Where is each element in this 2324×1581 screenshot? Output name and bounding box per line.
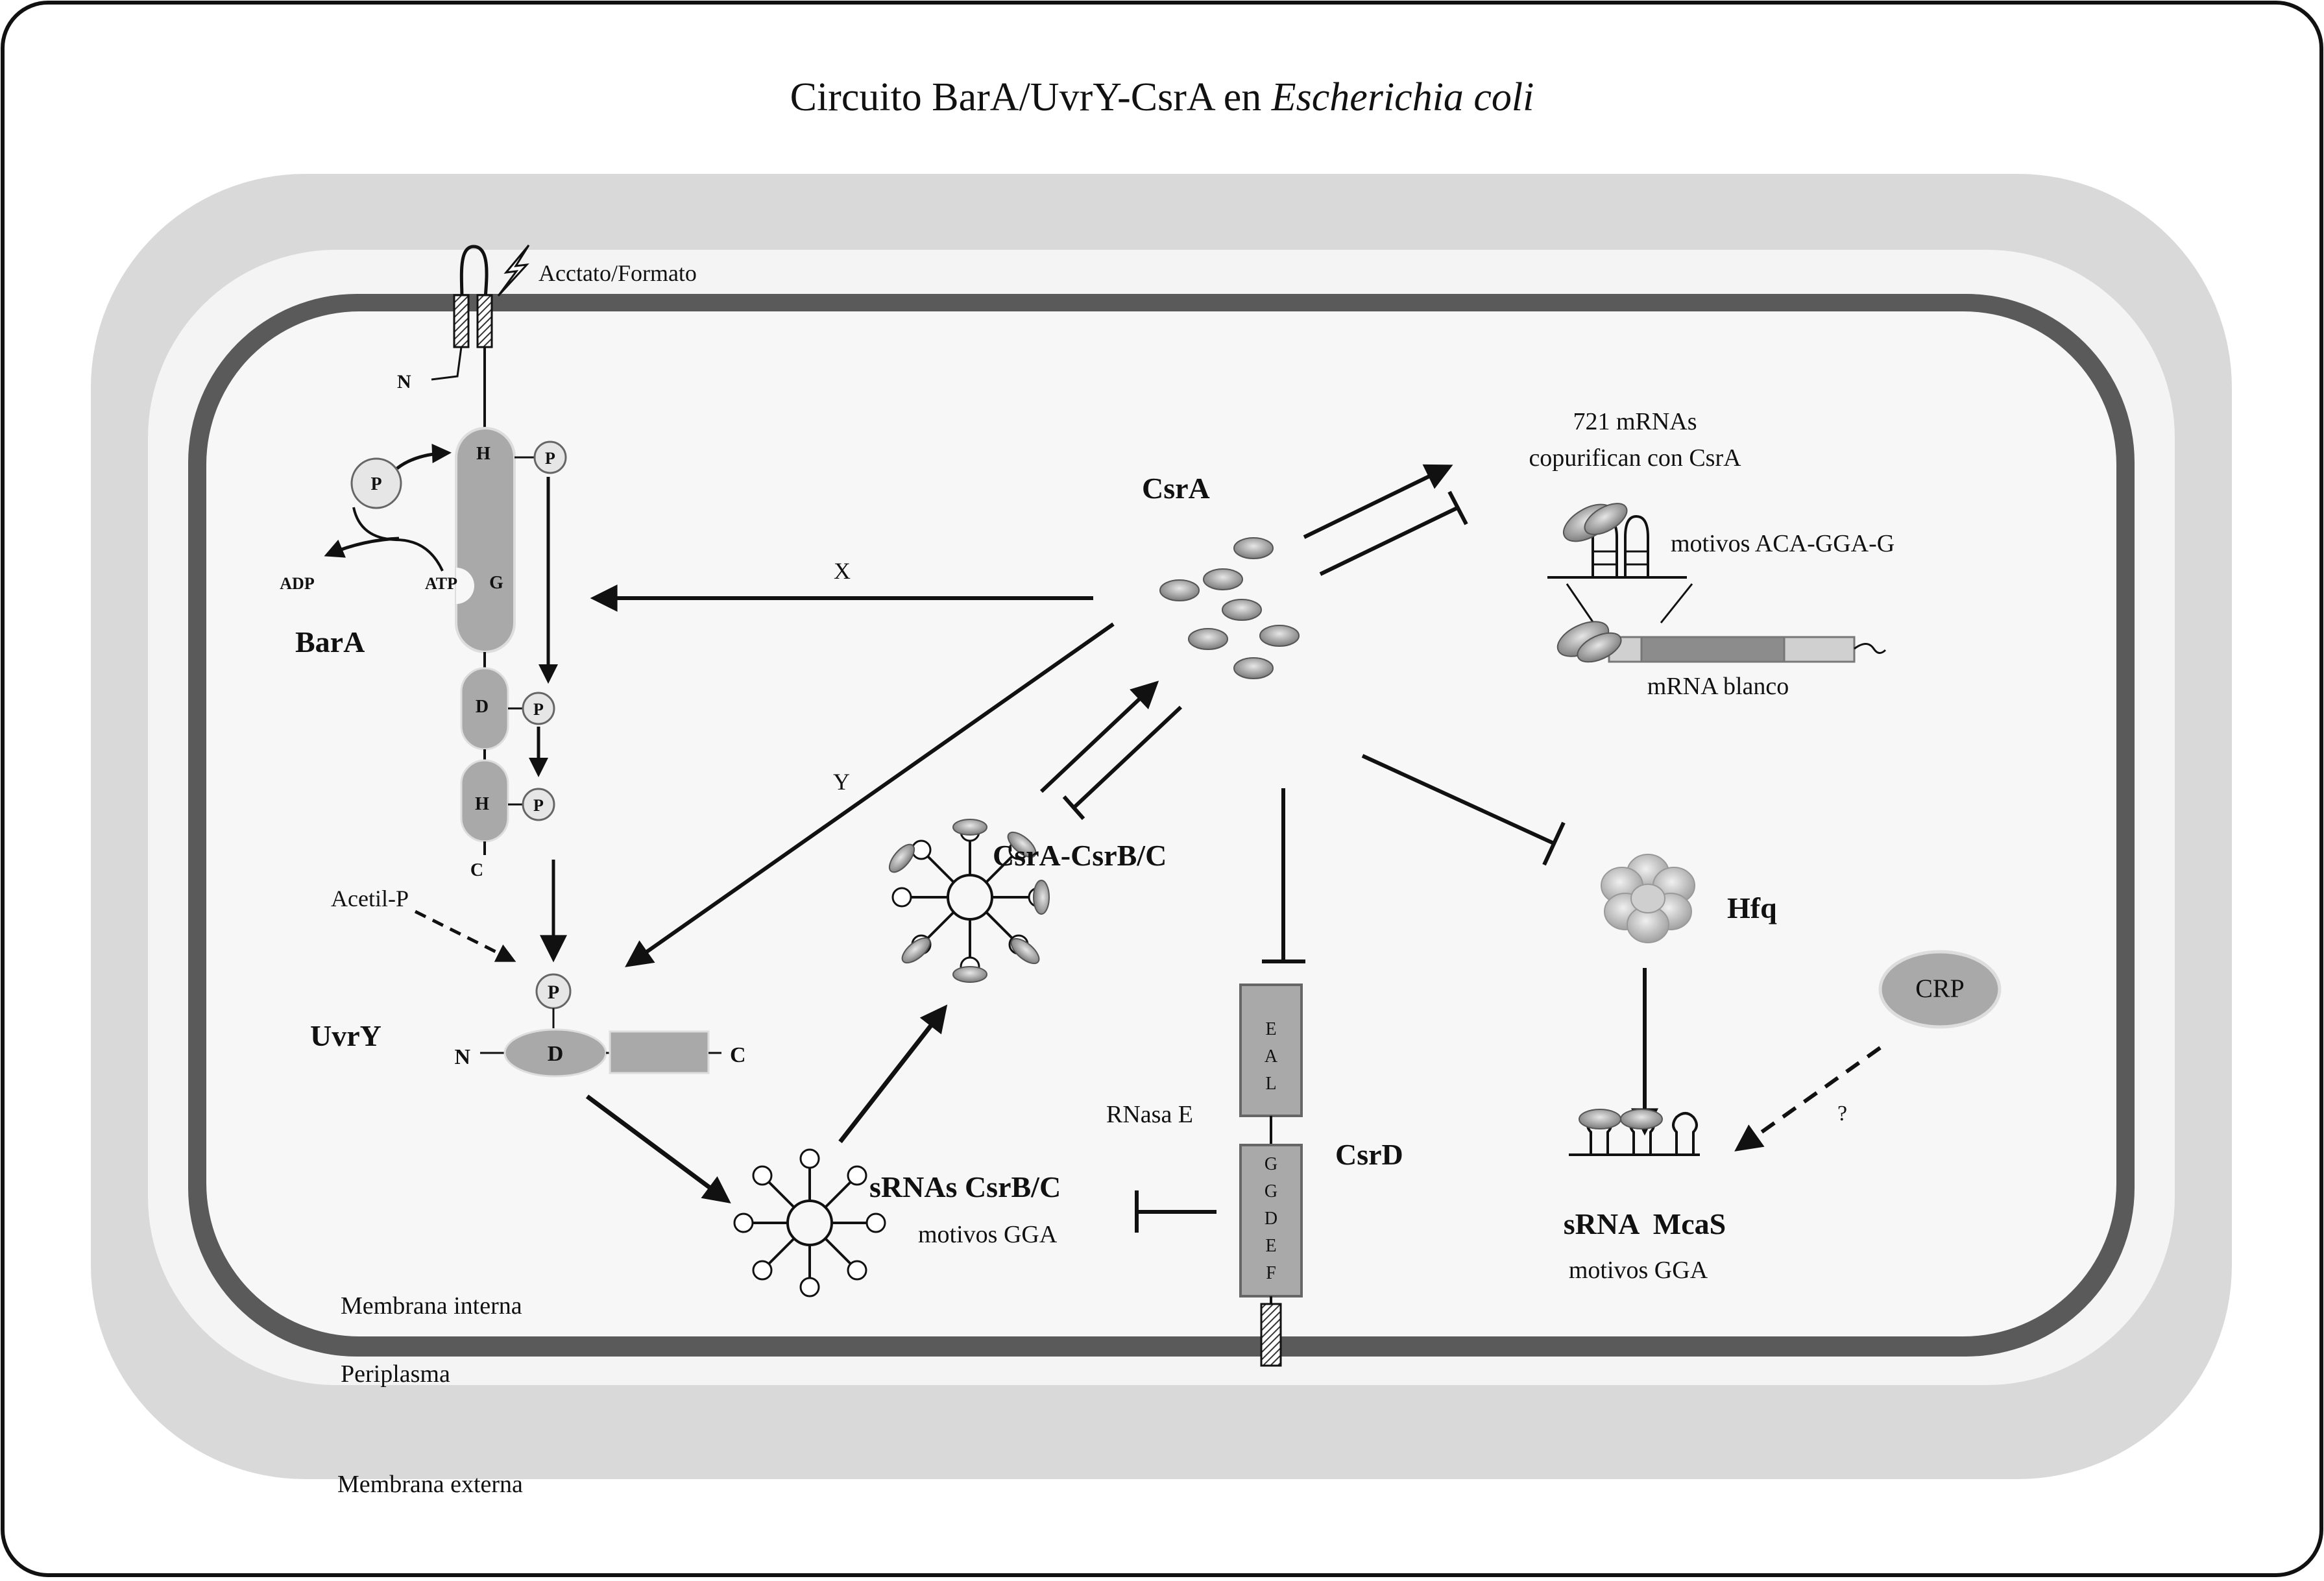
periplasm-label: Periplasma [341,1360,450,1388]
uvry-c-label: C [730,1043,746,1067]
atp-label: ATP [425,574,457,593]
arrow-y [625,622,1115,967]
bara-c-label: C [470,860,483,880]
phosphate-d-label: P [533,700,544,719]
adp-label: ADP [280,574,315,593]
y-label: Y [833,769,850,795]
x-label: X [834,558,851,584]
target-count-label: 721 mRNAs [1573,408,1697,435]
srnas-label: sRNAs CsrB/C [869,1170,1061,1203]
acetil-label: Acetil-P [331,886,409,911]
question-label: ? [1837,1102,1847,1126]
mcas-label: sRNA McaS [1564,1207,1726,1240]
csra-csrb-complex: CsrA-CsrB/C [888,819,1167,983]
uvry-n-label: N [454,1045,470,1069]
inhibit-mrnas-to-csra [1319,505,1460,576]
inhibit-csra-to-complex [1072,705,1183,810]
signal-label: Acctato/Formato [539,260,697,286]
inner-membrane-label: Membrana interna [341,1292,522,1320]
bara-periplasmic-loop [459,245,489,299]
bara-g-label: G [489,573,503,593]
uvry-d-label: D [548,1042,564,1066]
arrow-srnas-to-complex [838,1004,948,1144]
ggdef-letter-3: D [1265,1209,1277,1229]
ggdef-letter-1: G [1265,1154,1277,1174]
crp-label: CRP [1915,974,1965,1003]
csrd-protein: E A L G G D E F RNasa E CsrD [1106,984,1403,1367]
phosphate-h-label: P [545,449,555,468]
bara-n-link [431,346,463,381]
complex-label: CsrA-CsrB/C [993,839,1167,872]
csra-label: CsrA [1142,472,1210,505]
csra-cluster: CsrA [1142,472,1300,679]
arrow-complex-to-csra [1039,681,1159,793]
atp-pocket [456,568,474,604]
eal-letter-3: L [1265,1074,1276,1094]
ggdef-letter-4: E [1265,1236,1276,1256]
ggdef-letter-2: G [1265,1181,1277,1201]
csrd-label: CsrD [1335,1138,1403,1171]
target-mrnas: 721 mRNAs copurifican con CsrA motivos A… [1529,408,1894,700]
hfq-label: Hfq [1727,891,1777,924]
outer-membrane-label: Membrana externa [337,1471,523,1498]
arrow-uvry-to-srnas [585,1094,731,1204]
ggdef-letter-5: F [1266,1263,1276,1283]
phosphate-hpt-label: P [533,796,544,815]
phosphate-free [350,457,402,509]
phosphate-h [533,441,567,474]
bara-h-label: H [476,444,490,464]
inhibit-csra-to-hfq [1361,754,1555,845]
target-motif-label: motivos ACA-GGA-G [1671,530,1894,557]
arrow-p-to-h [396,443,452,470]
bara-tm1 [453,294,470,348]
mcas-srna: sRNA McaS motivos GGA [1564,1109,1726,1284]
bara-d-label: D [476,697,489,717]
csrd-tm [1260,1303,1282,1367]
arrow-crp-dashed [1734,1046,1882,1152]
bara-label: BarA [295,625,365,658]
mcas-motif-label: motivos GGA [1569,1257,1708,1284]
hfq-hexamer: Hfq [1601,854,1777,943]
uvry-regulator: Acetil-P P D N C UvrY [310,886,746,1204]
crp-protein [1878,950,2002,1029]
bara-sensor: N Acctato/Formato H G ATP P P ADP BarA D… [280,245,697,963]
uvry-label: UvrY [310,1019,381,1052]
rnase-label: RNasa E [1106,1101,1193,1128]
target-copurify-label: copurifican con CsrA [1529,444,1741,472]
eal-letter-1: E [1265,1019,1276,1039]
srnas-motif-label: motivos GGA [918,1221,1058,1248]
cytoplasm [206,311,2116,1336]
figure-title: Circuito BarA/UvrY-CsrA en Escherichia c… [790,75,1534,119]
bara-n-label: N [397,371,411,392]
csrd-eal-domain [1239,984,1303,1117]
phosphate-d [522,692,555,725]
arrow-to-adp [324,537,400,558]
uvry-hth-domain [609,1030,710,1074]
bara-h2-label: H [475,794,489,814]
arrow-csra-to-mrnas [1303,464,1453,539]
srnas-csrb-csrc: sRNAs CsrB/C motivos GGA [733,1148,1061,1297]
target-mrna-label: mRNA blanco [1647,673,1789,700]
phosphate-hpt [522,788,555,821]
bara-tm2 [476,294,493,348]
lightning-icon [497,245,530,297]
phosphate-free-label: P [370,474,381,494]
eal-letter-2: A [1265,1046,1278,1067]
phosphate-uvry-label: P [548,982,559,1003]
